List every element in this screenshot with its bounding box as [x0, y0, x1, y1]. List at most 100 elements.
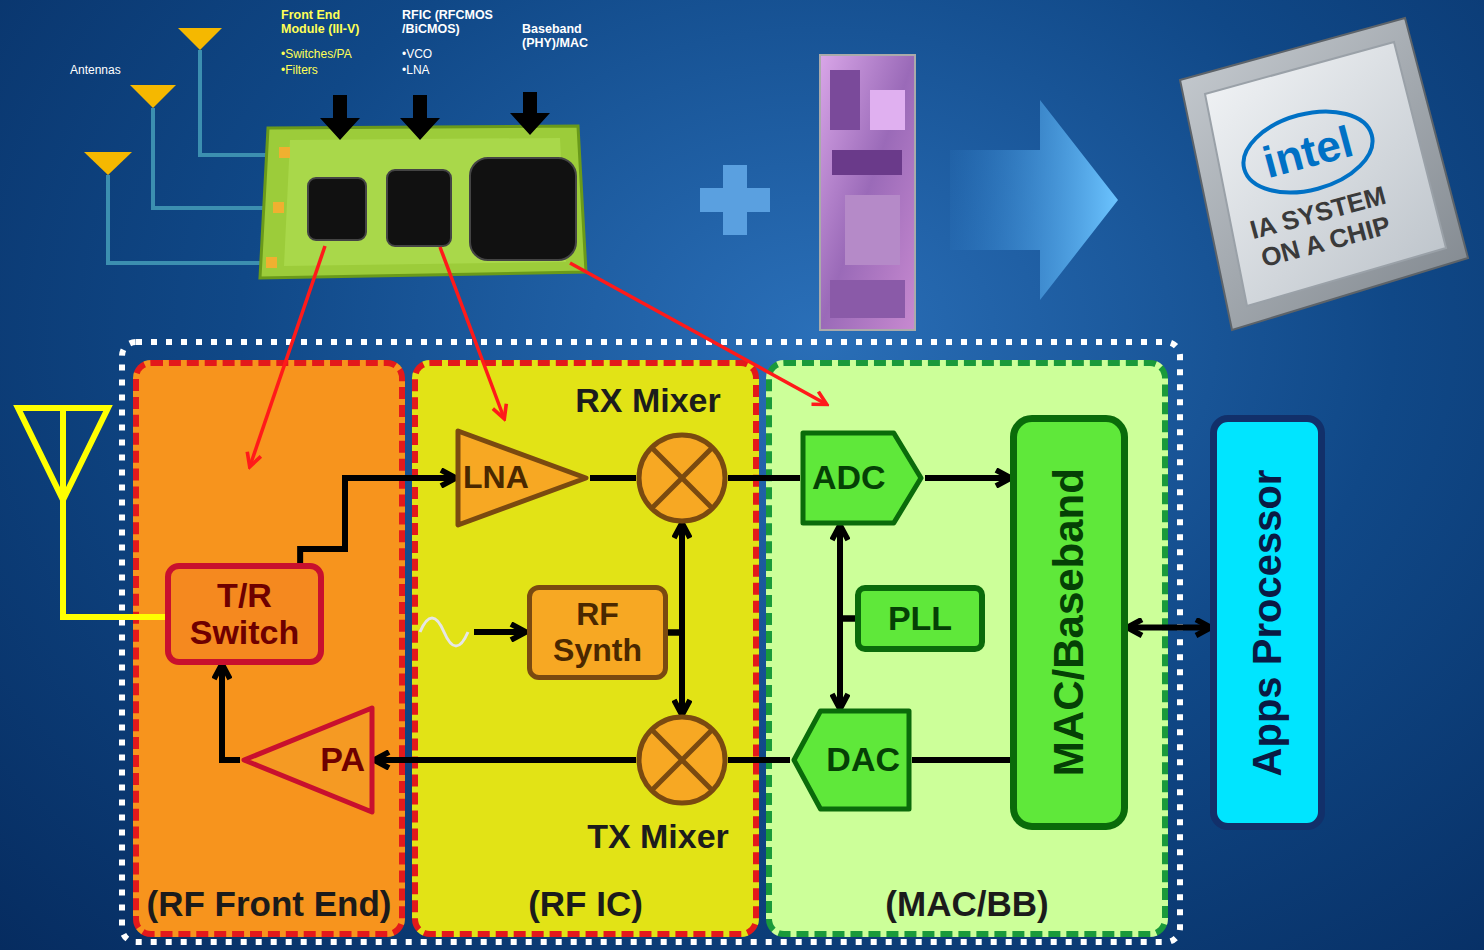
baseband-box: MAC/Baseband: [1010, 415, 1128, 830]
mixer-circle: TX Mixer: [636, 714, 728, 806]
mixer-symbol: [636, 432, 728, 524]
die-block: [845, 195, 900, 265]
node-label: PA: [320, 741, 365, 778]
leader-arrow: [250, 246, 325, 466]
die-image: [820, 55, 915, 330]
chip-marking: IA SYSTEM ON A CHIP: [1237, 178, 1407, 277]
region-panel: (MAC/BB) ADC PLL DAC MAC/Baseband: [766, 360, 1168, 937]
region-label: (MAC/BB): [885, 885, 1048, 924]
label-holder: •Filters: [281, 60, 318, 78]
chip-lid: [1205, 42, 1446, 306]
antenna-wire: [108, 50, 279, 263]
signal-connector: [840, 526, 855, 619]
label-holder: RFIC (RFCMOS /BiCMOS): [402, 8, 512, 37]
sine-symbol: [420, 618, 468, 646]
die-block: [832, 150, 902, 175]
converter-pentagon: DAC: [790, 708, 912, 812]
signal-connector: [728, 757, 790, 763]
antenna-icon: [178, 28, 222, 50]
signal-connector: [222, 665, 240, 760]
mixer-cross: [652, 448, 713, 509]
label-holder: IA SYSTEM ON A CHIP: [1237, 178, 1407, 277]
callout-label: •LNA: [402, 63, 430, 77]
region-label: (RF Front End): [147, 885, 392, 924]
down-arrow: [510, 92, 550, 135]
big-arrow: [950, 100, 1118, 300]
chip-package: [1180, 18, 1468, 330]
label-holder: Antennas: [70, 60, 121, 78]
node-label: RF Synth: [538, 597, 657, 667]
pad: [273, 202, 284, 213]
logo-text: intel: [1239, 111, 1378, 194]
die-block: [830, 70, 860, 130]
pad: [266, 257, 277, 268]
mixer-outline: [639, 717, 725, 803]
label-holder: •LNA: [402, 60, 430, 78]
processor-box: Apps Processor: [1210, 415, 1325, 830]
node-label: LNA: [463, 460, 529, 495]
down-arrow: [400, 95, 440, 140]
pad: [279, 147, 290, 158]
chip: [387, 170, 451, 246]
antenna-symbol: [18, 408, 168, 617]
plus-bar: [723, 165, 747, 235]
die-block: [870, 90, 905, 130]
signal-connector: [912, 757, 1010, 763]
callout-label: Antennas: [70, 63, 121, 77]
antenna-icon: [130, 85, 176, 108]
mixer-symbol: [636, 714, 728, 806]
die: [820, 55, 915, 330]
callout-label: •Filters: [281, 63, 318, 77]
node-label: T/R Switch: [177, 577, 312, 652]
leader-arrow: [440, 247, 504, 418]
processor-chip: [1180, 18, 1468, 330]
shape-polygon: [458, 431, 586, 525]
node-label: RX Mixer: [575, 382, 721, 419]
node-label: ADC: [812, 459, 886, 496]
pll-box: PLL: [855, 585, 985, 652]
system-outline: [122, 342, 1180, 942]
signal-arrow: [474, 629, 525, 635]
signal-connector: [668, 633, 682, 715]
plus-sign: [700, 165, 770, 235]
chip: [308, 178, 366, 240]
board: [260, 126, 586, 278]
amplifier-triangle: PA: [240, 705, 375, 815]
callout-label: Front End Module (III-V): [281, 8, 381, 37]
die-block: [830, 280, 905, 318]
region-panel: (RF IC) LNA RX Mixer RF Synth TX Mixer: [412, 360, 759, 937]
chip: [470, 158, 576, 260]
signal-connector: [375, 757, 636, 763]
node-label: DAC: [826, 741, 900, 778]
label-holder: •Switches/PA: [281, 44, 352, 62]
callout-label: •Switches/PA: [281, 47, 352, 61]
label-holder: intel: [1239, 111, 1378, 194]
callout-label: Baseband (PHY)/MAC: [522, 22, 612, 51]
mixer-circle: RX Mixer: [636, 432, 728, 524]
label-holder: Front End Module (III-V): [281, 8, 381, 37]
signal-connector: [590, 475, 636, 481]
region-panel: (RF Front End) T/R SwitchPA: [133, 360, 405, 937]
shape-polygon: [244, 708, 372, 812]
signal-connector: [728, 475, 800, 481]
callout-label: RFIC (RFCMOS /BiCMOS): [402, 8, 512, 37]
leader-arrow: [570, 263, 826, 404]
node-label: MAC/Baseband: [1046, 468, 1092, 776]
switch-box: T/R Switch: [165, 563, 324, 665]
node-label: PLL: [888, 600, 952, 637]
circuit-board: [260, 126, 586, 278]
mixer-cross: [652, 730, 713, 791]
region-label: (RF IC): [528, 885, 643, 924]
node-label: Apps Processor: [1246, 469, 1290, 776]
mixer-outline: [639, 435, 725, 521]
down-arrows: [320, 92, 550, 140]
antenna-icon: [84, 152, 132, 175]
node-label: TX Mixer: [587, 818, 729, 855]
converter-pentagon: ADC: [800, 430, 925, 526]
shape-polygon: [794, 711, 909, 809]
synth-box: RF Synth: [527, 585, 668, 680]
shape-polygon: [803, 433, 921, 523]
amplifier-triangle: LNA: [455, 428, 590, 528]
signal-connector: [840, 619, 855, 709]
label-holder: Baseband (PHY)/MAC: [522, 22, 612, 51]
